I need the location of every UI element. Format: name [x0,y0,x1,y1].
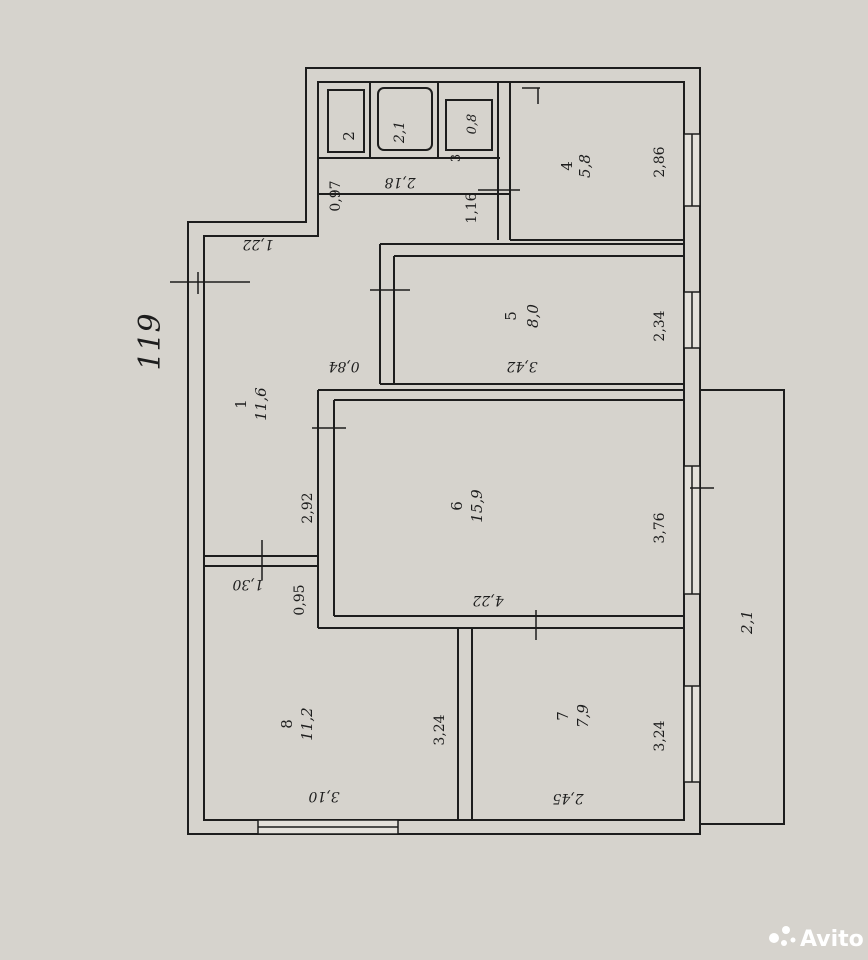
room-7-number: 7 [554,711,572,721]
dim-4-22: 4,22 [472,592,504,608]
room-1-area: 11,6 [252,387,270,421]
dim-2-34: 2,34 [652,310,668,341]
avito-logo-icon [769,933,779,943]
walls [187,67,701,835]
dim-3-24-right: 3,24 [652,720,668,751]
dim-2-45: 2,45 [552,790,584,806]
dim-0-95: 0,95 [292,584,308,615]
room-4-area: 5,8 [576,154,594,178]
labels: 119 1 11,6 2 2,1 3 0,8 4 5,8 5 8,0 6 15,… [133,114,756,806]
dim-3-24-left: 3,24 [432,714,448,745]
dim-1-16: 1,16 [464,192,480,223]
dim-2-92: 2,92 [300,492,316,523]
room-3-area: 0,8 [465,114,480,135]
inner-wall-outline [203,81,685,821]
windows [257,133,701,835]
watermark-text: Avito [800,927,864,952]
room-5-area: 8,0 [524,304,542,328]
room-1-number: 1 [232,399,250,409]
dim-3-42: 3,42 [506,358,537,374]
room-6-area: 15,9 [468,489,486,523]
dim-3-10: 3,10 [308,788,339,804]
dim-0-97: 0,97 [328,180,344,211]
room-7-area: 7,9 [574,704,592,728]
room-6-number: 6 [448,501,466,511]
dim-2-18: 2,18 [384,174,416,190]
door-marks [170,87,714,640]
dim-balcony: 2,1 [738,610,756,635]
room-3-number: 3 [449,154,464,162]
watermark: Avito [769,926,864,952]
room-8-area: 11,2 [298,707,316,740]
outer-wall-outline [187,67,701,835]
room-2-number: 2 [340,131,358,141]
balcony [699,389,785,825]
dim-2-86: 2,86 [652,146,668,177]
dim-3-76: 3,76 [652,512,668,543]
room-8-number: 8 [278,719,296,729]
room-4-number: 4 [558,161,576,171]
dim-1-30: 1,30 [232,576,263,592]
wc-area: 2,1 [392,121,408,144]
section-number: 119 [133,313,168,370]
dim-1-22: 1,22 [242,236,273,252]
dim-0-84: 0,84 [328,358,359,374]
room-5-number: 5 [502,311,520,321]
